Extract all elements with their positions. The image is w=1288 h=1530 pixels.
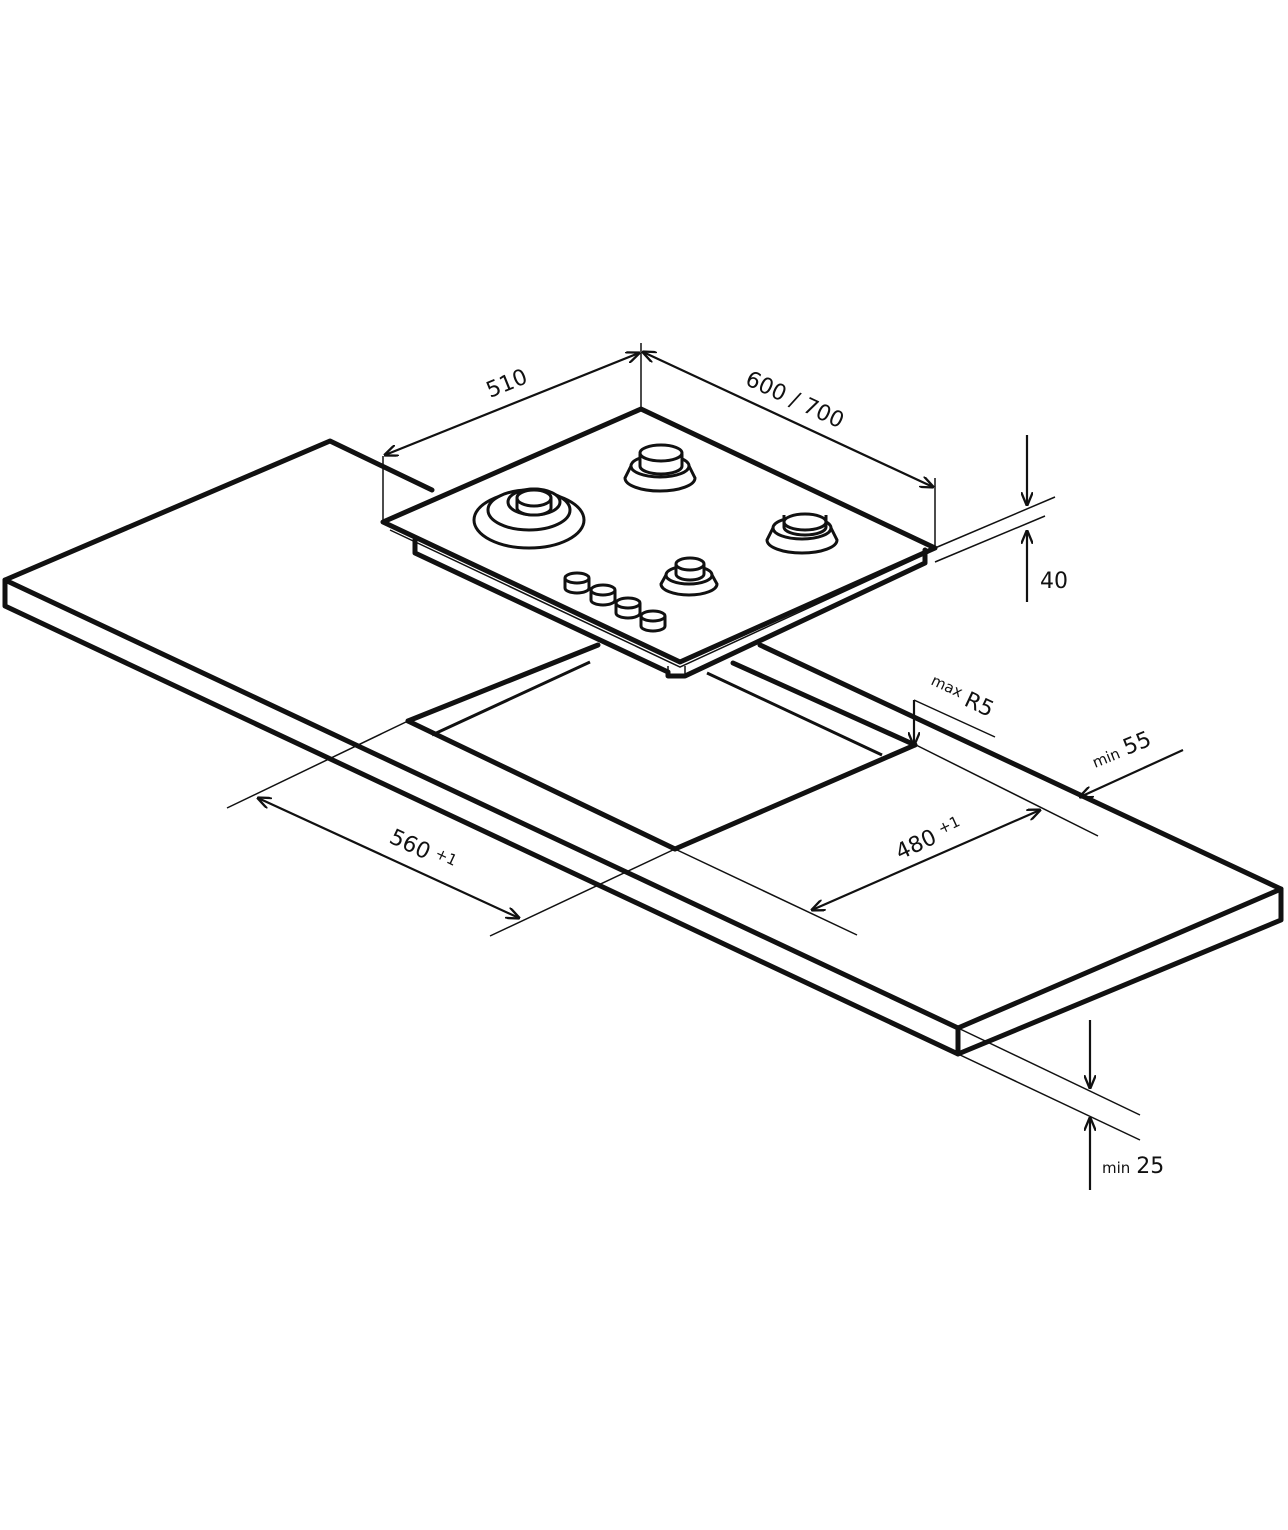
burner-right (765, 512, 839, 555)
burner-small (659, 556, 719, 597)
corner-radius-label: maxR5 (925, 671, 997, 722)
hob-width-label: 600 / 700 (741, 367, 847, 434)
cutout-width-label: 560+1 (385, 824, 460, 877)
dimension-back-gap: min55 (1080, 727, 1184, 797)
worktop (2, 438, 1284, 1057)
dimension-cutout-width: 560+1 (226, 720, 676, 937)
burner-back (623, 443, 697, 493)
burner-large (472, 487, 586, 550)
cutout-depth-label: 480+1 (892, 812, 967, 865)
hob-height-label: 40 (1040, 569, 1068, 594)
dimension-hob-height: 40 (934, 435, 1068, 602)
hob-depth-label: 510 (483, 365, 531, 404)
control-knobs (563, 571, 667, 633)
worktop-cutout (405, 642, 918, 852)
